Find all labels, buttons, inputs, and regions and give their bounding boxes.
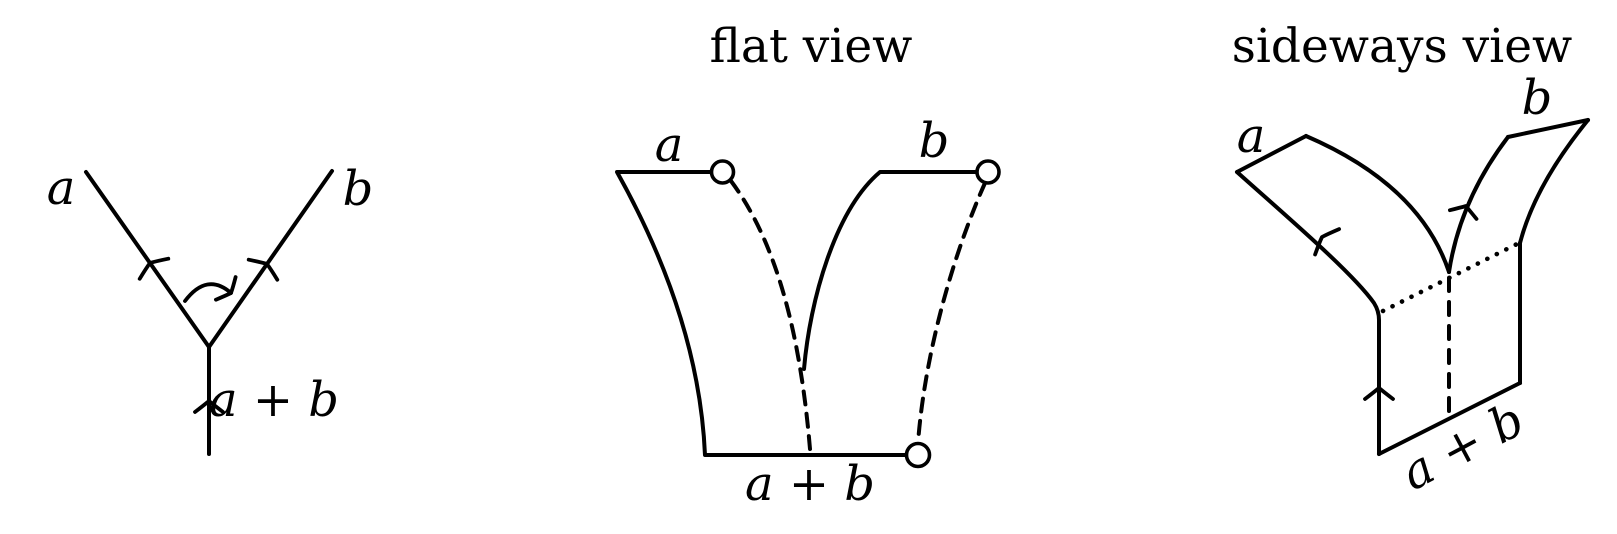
sideways-arrowhead-a <box>1313 227 1341 257</box>
orientation-arrowhead-a <box>137 256 171 281</box>
vertex-label-sum: a + b <box>209 372 339 428</box>
flat-front-boundary-middle <box>802 170 979 371</box>
sideways-arrowhead-b <box>1448 204 1479 221</box>
flat-label-a: a <box>655 117 684 173</box>
sideways-view-title: sideways view <box>1232 19 1573 74</box>
sideways-arrowhead-sum <box>1363 386 1395 401</box>
sideways-label-sum: a + b <box>1392 391 1533 502</box>
flat-endpoint-circle-b <box>975 159 1001 185</box>
flat-hidden-edge-left-dashed <box>729 179 812 451</box>
sideways-b-inner-edge <box>1447 135 1510 274</box>
sideways-b-outer-edge <box>1518 118 1590 245</box>
flat-endpoint-circle-a <box>709 159 736 185</box>
vertex-label-b: b <box>343 161 374 217</box>
sideways-label-a: a <box>1237 108 1266 164</box>
sideways-bottom-edge <box>1377 381 1522 456</box>
sideways-label-b: b <box>1522 70 1553 126</box>
edge-b-line <box>207 169 334 349</box>
panel-vertex-diagram: a b a + b <box>47 160 374 456</box>
flat-front-boundary-left <box>615 170 908 457</box>
flat-view-title: flat view <box>710 19 913 74</box>
flat-label-sum: a + b <box>745 456 875 512</box>
sideways-a-front-edge-and-left-side <box>1235 170 1381 456</box>
sideways-a-end-cap <box>1235 134 1308 174</box>
sideways-b-end-cap <box>1506 118 1590 139</box>
orientation-arrowhead-b <box>246 257 280 282</box>
flat-endpoint-circle-sum <box>904 441 932 469</box>
sideways-a-top-edge <box>1304 134 1451 274</box>
vertex-label-a: a <box>47 160 76 216</box>
rotation-arrowhead <box>214 275 238 302</box>
flat-label-b: b <box>919 113 950 169</box>
rotation-arrow-arc <box>183 282 233 303</box>
panel-flat-view: flat view a b a + b <box>615 19 1001 512</box>
flat-hidden-edge-right-dashed <box>916 181 987 445</box>
edge-a-line <box>84 170 211 349</box>
panel-sideways-view: sideways view a b a + b <box>1232 19 1590 502</box>
orientation-arrowhead-sum <box>193 399 225 414</box>
